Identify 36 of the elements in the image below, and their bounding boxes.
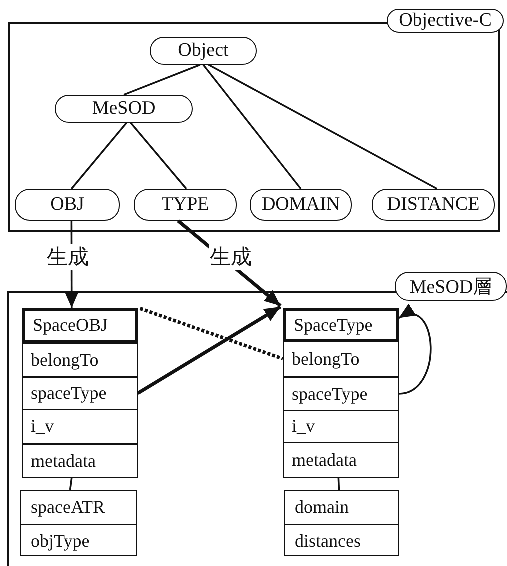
field-cell: spaceType (283, 377, 399, 411)
frame-title-tab: MeSOD層 (395, 272, 507, 301)
connector-line (130, 122, 188, 190)
connector-line (208, 64, 438, 190)
connector-line (202, 64, 302, 190)
class-name-cell: SpaceOBJ (22, 308, 138, 343)
class-node: DISTANCE (372, 189, 495, 221)
edge-label: 生成 (209, 244, 253, 270)
field-cell: belongTo (283, 341, 399, 377)
class-name-cell: SpaceType (283, 308, 399, 342)
field-cell: belongTo (22, 343, 138, 377)
frame-title-tab: Objective-C (387, 9, 504, 33)
attribute-name: objType (21, 524, 136, 557)
class-node: DOMAIN (250, 189, 352, 221)
attribute-box (284, 490, 399, 556)
attribute-box (20, 490, 137, 556)
connector-line (71, 122, 128, 190)
attribute-name: distances (285, 524, 398, 557)
arrow (137, 305, 282, 395)
class-node: MeSOD (55, 95, 193, 123)
dashed-connector (140, 307, 284, 361)
field-cell: i_v (22, 409, 138, 444)
field-cell: metadata (22, 444, 138, 478)
attribute-name: domain (294, 496, 350, 519)
field-cell: i_v (283, 410, 399, 443)
class-node: OBJ (15, 189, 120, 221)
connector-line (124, 64, 201, 96)
edge-label: 生成 (46, 244, 90, 270)
class-node: Object (150, 37, 257, 65)
arrow (398, 306, 432, 395)
attribute-name: spaceATR (30, 496, 106, 519)
field-cell: metadata (283, 442, 399, 478)
class-node: TYPE (134, 189, 237, 221)
connector-line (69, 478, 73, 490)
connector-line (338, 478, 340, 490)
field-cell: spaceType (22, 377, 138, 410)
